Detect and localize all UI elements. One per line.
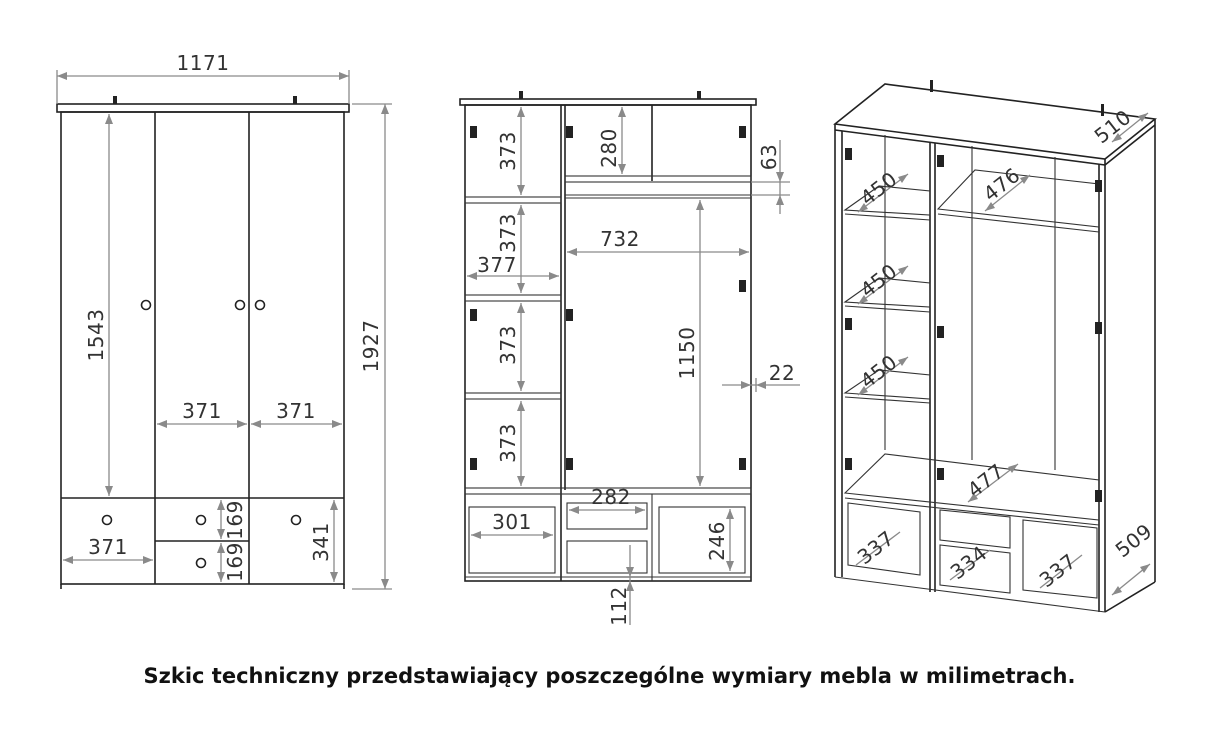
dim-drawer-left-width: 301 xyxy=(492,510,532,534)
dim-small-drawer-top: 169 xyxy=(223,500,247,540)
dim-door-width-right: 371 xyxy=(276,399,316,423)
dim-door-height: 1543 xyxy=(84,309,108,362)
dim-left-drawer-width: 371 xyxy=(88,535,128,559)
dim-total-width: 1171 xyxy=(177,51,230,75)
caption: Szkic techniczny przedstawiający poszcze… xyxy=(143,664,1076,688)
dim-top-shelf-depth: 476 xyxy=(979,163,1025,206)
front-view: 1171 1927 1543 371 371 371 169 169 xyxy=(56,51,392,590)
wardrobe-body xyxy=(60,111,345,585)
dim-plinth: 112 xyxy=(607,586,631,626)
dim-shelf-depth-1: 450 xyxy=(856,167,902,210)
drawer-knob xyxy=(195,557,207,569)
wardrobe-body xyxy=(464,104,752,582)
dim-hanging-width: 732 xyxy=(600,227,640,251)
dim-shelf-1: 373 xyxy=(496,131,520,171)
door-knob xyxy=(234,299,246,311)
hanger-left xyxy=(113,96,117,104)
drawer-knob xyxy=(290,514,302,526)
perspective-view: 510 450 450 450 476 477 337 334 337 509 xyxy=(833,80,1157,613)
hanger-right xyxy=(293,96,297,104)
dim-rail-gap: 63 xyxy=(757,144,781,170)
dim-bottom-depth: 509 xyxy=(1111,519,1157,562)
drawer-knob xyxy=(101,514,113,526)
dim-bottom-shelf-depth: 477 xyxy=(963,459,1009,502)
door-knob xyxy=(254,299,266,311)
top-board xyxy=(459,98,757,106)
dim-shelf-2: 373 xyxy=(496,213,520,253)
dim-top-compartment: 280 xyxy=(597,128,621,168)
dim-total-height: 1927 xyxy=(359,320,383,373)
drawer-knob xyxy=(195,514,207,526)
dim-drawer-right-height: 246 xyxy=(705,521,729,561)
interior-view: 373 373 377 373 373 280 63 732 xyxy=(459,91,800,626)
dim-shelf-4: 373 xyxy=(496,423,520,463)
dim-door-width-mid: 371 xyxy=(182,399,222,423)
dim-shelf-depth-3: 450 xyxy=(856,350,902,393)
dim-drawer-mid-width: 282 xyxy=(591,485,631,509)
door-knob xyxy=(140,299,152,311)
dim-shelf-depth-2: 450 xyxy=(856,259,902,302)
dim-right-drawer-height: 341 xyxy=(309,522,333,562)
dim-shelf-width: 377 xyxy=(477,253,517,277)
top-board xyxy=(56,103,350,113)
dim-small-drawer-bottom: 169 xyxy=(223,542,247,582)
dim-hanging-height: 1150 xyxy=(675,327,699,380)
dim-drawer-right-depth: 337 xyxy=(1035,549,1081,592)
dim-shelf-3: 373 xyxy=(496,325,520,365)
dim-side-thickness: 22 xyxy=(769,361,795,385)
